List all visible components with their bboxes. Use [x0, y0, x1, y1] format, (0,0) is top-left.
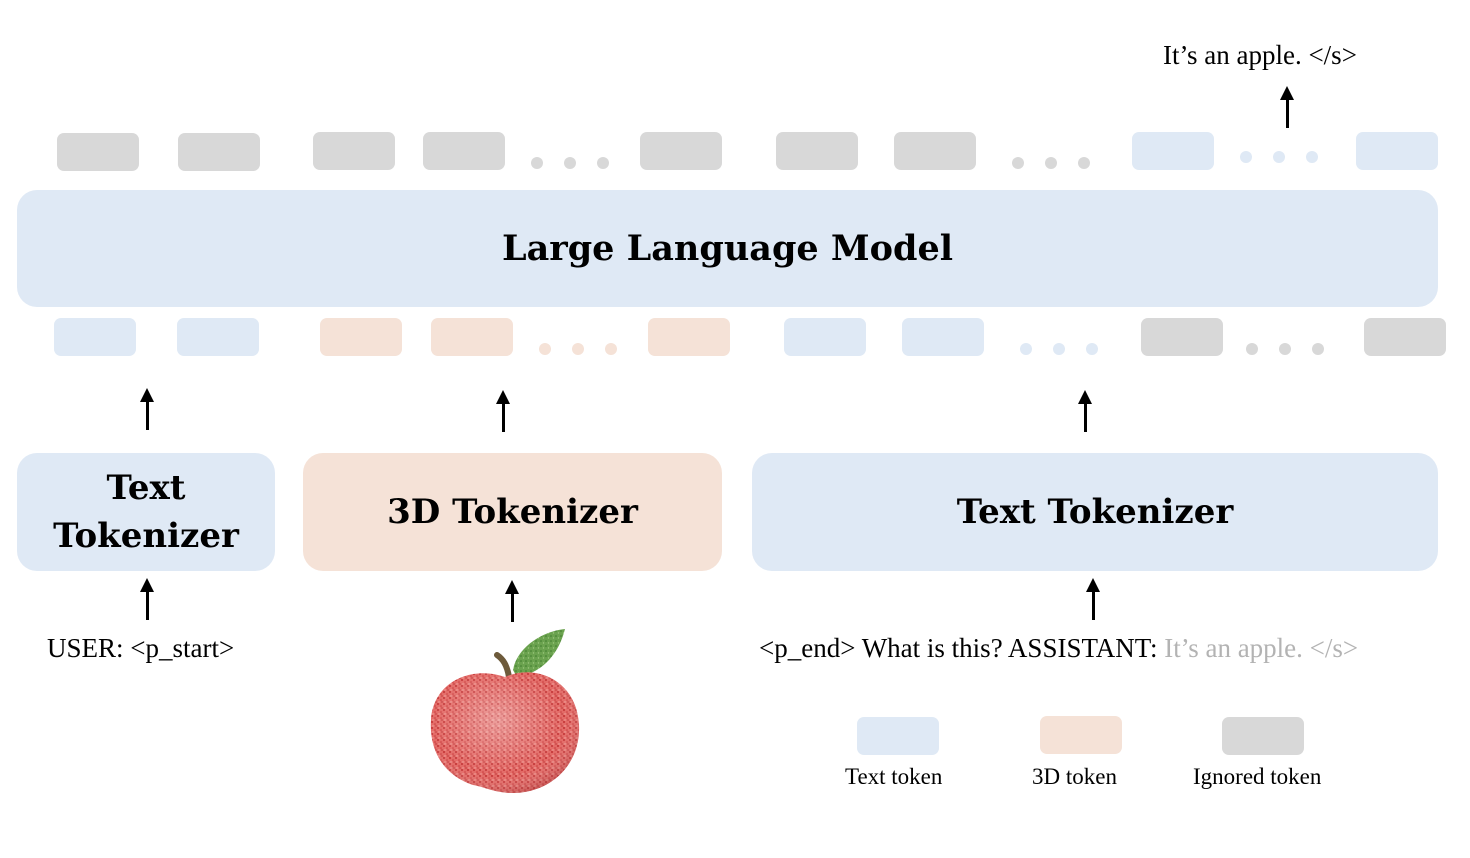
ellipsis-dot: [1246, 343, 1258, 355]
up-arrow-icon: [505, 580, 519, 622]
ellipsis-dot: [1086, 343, 1098, 355]
left-text-tokenizer: Text Tokenizer: [17, 453, 275, 571]
ellipsis-dot: [572, 343, 584, 355]
up-arrow-icon: [140, 578, 154, 620]
output-token: [894, 132, 976, 170]
legend-label-3d: 3D token: [1032, 764, 1117, 789]
output-token: [776, 132, 858, 170]
right-text-tokenizer: Text Tokenizer: [752, 453, 1438, 571]
legend-swatch-text: [857, 717, 939, 755]
legend-label-text: Text token: [845, 764, 943, 789]
apple-point-cloud-icon: [425, 625, 585, 800]
ellipsis-dot: [531, 157, 543, 169]
ellipsis-dot: [1020, 343, 1032, 355]
output-text: It’s an apple. </s>: [1163, 40, 1357, 70]
ellipsis-dot: [1078, 157, 1090, 169]
ellipsis-dot: [1312, 343, 1324, 355]
left-input-text: USER: <p_start>: [47, 633, 235, 663]
input-token: [784, 318, 866, 356]
up-arrow-icon: [1086, 578, 1100, 620]
prompt-text: <p_end> What is this? ASSISTANT:: [759, 633, 1158, 663]
legend-swatch-3d: [1040, 716, 1122, 754]
output-arrow-icon: [1280, 86, 1294, 128]
input-token: [54, 318, 136, 356]
ellipsis-dot: [1053, 343, 1065, 355]
input-token: [1141, 318, 1223, 356]
tokenizer-label: 3D Tokenizer: [387, 492, 638, 532]
ellipsis-dot: [1012, 157, 1024, 169]
output-token: [1356, 132, 1438, 170]
output-token: [423, 132, 505, 170]
ellipsis-dot: [605, 343, 617, 355]
ellipsis-dot: [539, 343, 551, 355]
legend-swatch-ignored: [1222, 717, 1304, 755]
ellipsis-dot: [597, 157, 609, 169]
llm-label: Large Language Model: [501, 228, 954, 269]
up-arrow-icon: [1078, 390, 1092, 432]
input-token: [177, 318, 259, 356]
ellipsis-dot: [1306, 151, 1318, 163]
input-token: [902, 318, 984, 356]
ellipsis-dot: [1045, 157, 1057, 169]
right-input-text: <p_end> What is this? ASSISTANT: It’s an…: [759, 633, 1358, 664]
ellipsis-dot: [1279, 343, 1291, 355]
answer-text: It’s an apple. </s>: [1164, 633, 1359, 663]
tokenizer-label-line1: Text: [106, 468, 186, 508]
tokenizer-label-line2: Tokenizer: [53, 516, 239, 556]
tokenizer-label: Text Tokenizer: [956, 492, 1234, 532]
output-token: [313, 132, 395, 170]
input-token: [648, 318, 730, 356]
output-token: [1132, 132, 1214, 170]
ellipsis-dot: [1240, 151, 1252, 163]
llm-box: Large Language Model: [17, 190, 1438, 307]
output-token: [178, 133, 260, 171]
input-token: [431, 318, 513, 356]
output-token: [640, 132, 722, 170]
up-arrow-icon: [496, 390, 510, 432]
ellipsis-dot: [1273, 151, 1285, 163]
ellipsis-dot: [564, 157, 576, 169]
3d-tokenizer: 3D Tokenizer: [303, 453, 722, 571]
output-token: [57, 133, 139, 171]
legend-label-ignored: Ignored token: [1193, 764, 1322, 789]
input-token: [1364, 318, 1446, 356]
input-token: [320, 318, 402, 356]
up-arrow-icon: [140, 388, 154, 430]
